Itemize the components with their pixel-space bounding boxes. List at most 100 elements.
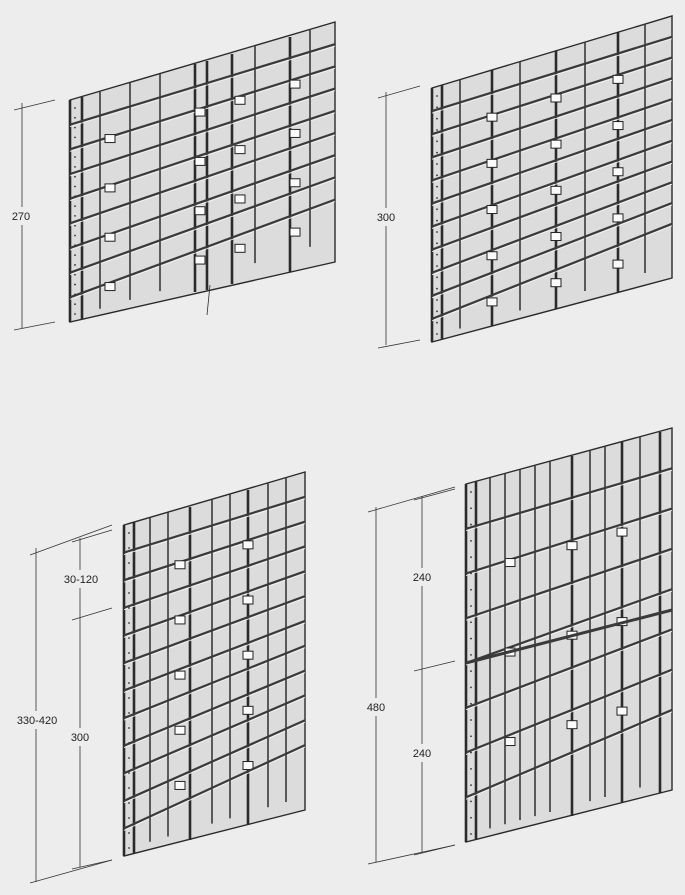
tie-hole [470, 670, 472, 673]
clamp [612, 259, 624, 269]
tie-hole [436, 174, 438, 177]
waler-rib-highlight [465, 469, 673, 532]
clamp [242, 705, 254, 715]
tie-hole [470, 686, 472, 689]
tie-hole [436, 129, 438, 131]
clamp [566, 541, 578, 551]
clamp [104, 232, 116, 242]
clamp [174, 615, 186, 625]
clamp [550, 278, 562, 288]
panel-4-drawing [464, 427, 673, 843]
tie-hole [436, 253, 438, 256]
tie-hole [74, 313, 76, 315]
clamp [486, 205, 498, 215]
clamp [550, 232, 562, 242]
clamp [612, 167, 624, 177]
tie-hole [128, 607, 130, 609]
waler-rib [465, 708, 673, 799]
clamp [550, 93, 562, 103]
tie-hole [128, 787, 130, 789]
waler-rib-highlight [431, 142, 673, 229]
tie-hole [470, 702, 472, 705]
tie-hole [436, 265, 438, 267]
clamp [486, 112, 498, 122]
tie-hole [74, 283, 76, 286]
waler-rib [69, 198, 336, 299]
tie-hole [470, 637, 472, 640]
waler-rib-highlight [431, 183, 673, 276]
waler-rib-highlight [123, 672, 306, 749]
tie-hole [470, 735, 472, 738]
clamp [486, 297, 498, 307]
waler-rib-highlight [123, 498, 306, 555]
panel-2-drawing [430, 15, 673, 343]
clamp [504, 737, 516, 747]
tie-hole [74, 116, 76, 119]
waler-rib-highlight [123, 647, 306, 721]
clamp [550, 139, 562, 149]
waler-rib [123, 545, 306, 609]
tie-hole [470, 523, 472, 526]
clamp [289, 128, 301, 138]
dim-300-bottom: 300 [62, 617, 113, 870]
waler-rib [69, 43, 336, 126]
clamp [242, 540, 254, 550]
dim-270: 270 [5, 99, 56, 331]
tie-hole [436, 287, 438, 290]
tie-hole [436, 163, 438, 165]
panel-3-drawing [122, 471, 306, 857]
tie-hole [470, 588, 472, 591]
waler-rib [123, 744, 306, 830]
waler-rib [465, 547, 673, 620]
tie-hole [74, 224, 76, 227]
waler-rib [465, 588, 673, 665]
tie-hole [74, 264, 76, 266]
waler-rib-highlight [123, 572, 306, 638]
waler-rib [123, 719, 306, 802]
clamp [289, 227, 301, 237]
tie-hole [436, 299, 438, 301]
tie-hole [470, 784, 472, 787]
dim-240-bottom: 240 [406, 668, 456, 856]
clamp [174, 560, 186, 570]
waler-rib [431, 160, 673, 251]
waler-rib-highlight [431, 204, 673, 299]
tie-hole [436, 310, 438, 313]
dim-240-top: 240 [406, 488, 456, 672]
waler-rib-highlight [465, 550, 673, 621]
clamp [194, 206, 206, 216]
tie-hole [128, 697, 130, 699]
tie-hole [436, 106, 438, 109]
waler-rib-highlight [69, 134, 336, 226]
tie-hole [436, 208, 438, 211]
clamp [194, 156, 206, 166]
tie-hole [74, 156, 76, 158]
waler-rib [69, 87, 336, 176]
dim-330-420: 330-420 [14, 524, 113, 884]
waler-rib [69, 154, 336, 250]
tie-hole [128, 847, 130, 849]
waler-rib [465, 668, 673, 754]
clamp [234, 194, 246, 204]
waler-rib [123, 520, 306, 582]
waler-rib-highlight [69, 90, 336, 177]
clamp [289, 79, 301, 89]
clamp [194, 255, 206, 265]
clamp [616, 527, 628, 537]
tie-hole [128, 772, 130, 774]
clamp [104, 134, 116, 144]
clamp [174, 670, 186, 680]
waler-rib-highlight [123, 597, 306, 666]
tie-hole [74, 195, 76, 198]
tie-hole [436, 242, 438, 245]
tie-hole [128, 652, 130, 654]
tie-hole [128, 667, 130, 669]
tie-hole [470, 719, 472, 721]
tie-hole [470, 800, 472, 803]
clamp [612, 213, 624, 223]
clamp [104, 183, 116, 193]
clamp [194, 107, 206, 117]
waler-rib-highlight [69, 45, 336, 128]
tie-hole [74, 107, 76, 109]
